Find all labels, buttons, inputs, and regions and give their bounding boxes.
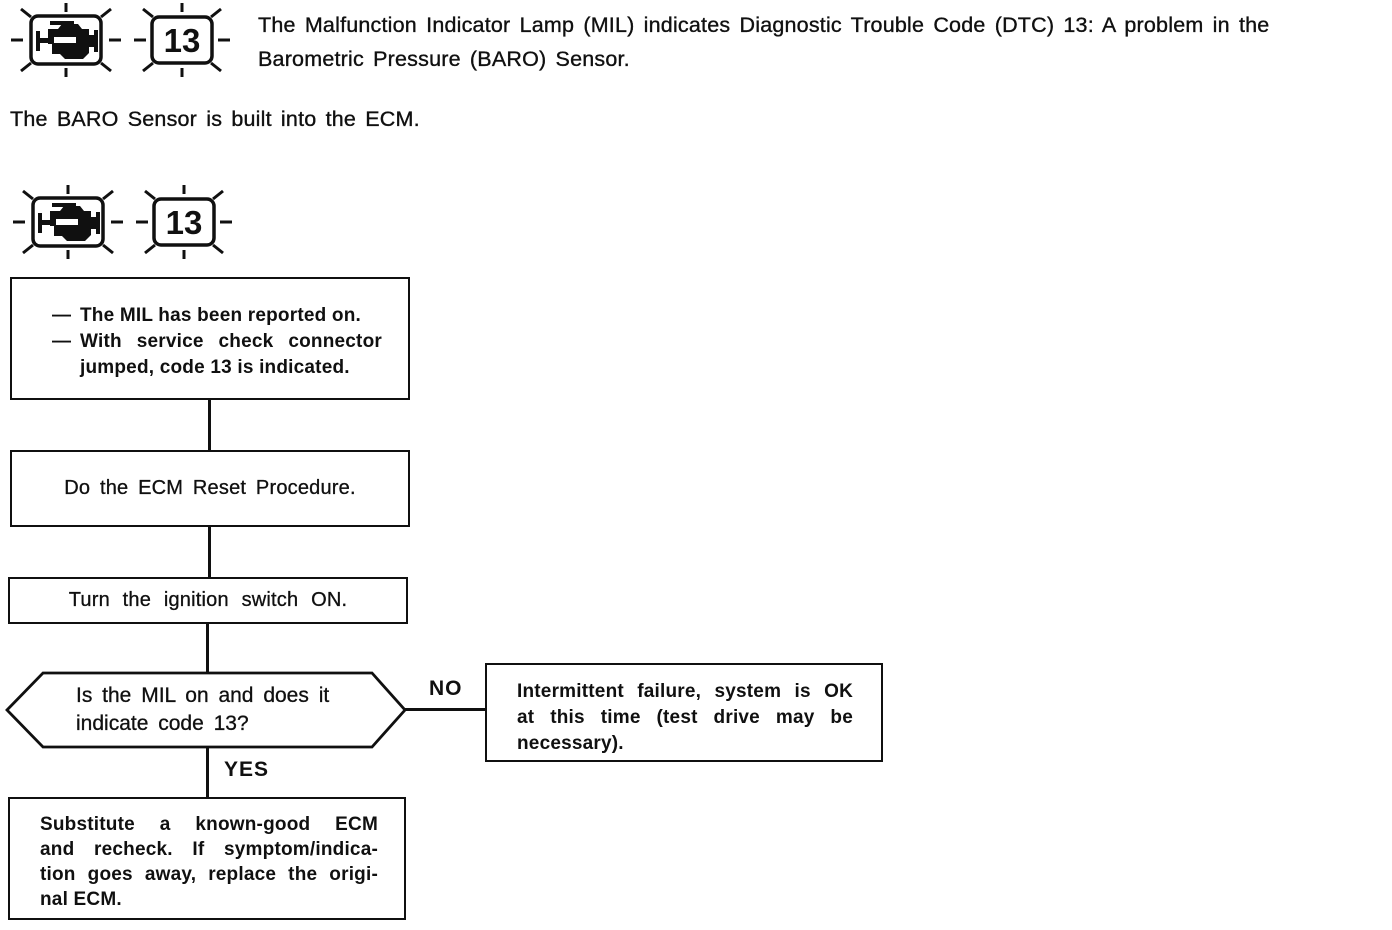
code-13-text: 13 — [166, 204, 203, 241]
connector-ignition-to-decision — [206, 622, 209, 674]
header-description: The Malfunction Indicator Lamp (MIL) ind… — [258, 8, 1270, 76]
yes-result-line3: tion goes away, replace the origi- — [40, 864, 378, 885]
baro-note: The BARO Sensor is built into the ECM. — [10, 107, 420, 131]
step-ecm-reset-box: Do the ECM Reset Procedure. — [10, 450, 410, 527]
yes-result-line1: Substitute a known-good ECM — [40, 814, 378, 835]
dash-bullet: — — [52, 305, 72, 326]
flow-mil-indicator-group — [8, 182, 128, 271]
start-condition-item1-text: The MIL has been reported on. — [80, 305, 361, 326]
no-result-line2: at this time (test drive may be — [517, 707, 853, 728]
start-condition-item: — The MIL has been reported on. — [52, 303, 398, 329]
start-condition-item2-text: With service check connector jumped, cod… — [80, 331, 382, 378]
yes-result-line4: nal ECM. — [40, 889, 122, 910]
connector-decision-yes — [206, 746, 209, 799]
no-branch-label: NO — [429, 677, 463, 700]
header-code-badge-group: 13 — [130, 0, 234, 89]
header-description-line1: The Malfunction Indicator Lamp (MIL) ind… — [258, 13, 1270, 37]
code-13-icon: 13 — [136, 185, 232, 259]
step-ignition-on-box: Turn the ignition switch ON. — [8, 577, 408, 624]
header-mil-indicator-group — [6, 0, 126, 89]
check-engine-icon — [11, 3, 121, 77]
connector-decision-no — [402, 708, 487, 711]
no-result-box: Intermittent failure, system is OK at th… — [485, 663, 883, 762]
code-13-icon: 13 — [134, 3, 230, 77]
no-result-line3: necessary). — [517, 733, 624, 754]
flow-code-badge-group: 13 — [132, 182, 236, 271]
header-description-line2: Barometric Pressure (BARO) Sensor. — [258, 47, 630, 71]
decision-question-line1: Is the MIL on and does it — [76, 684, 330, 707]
yes-result-box: Substitute a known-good ECM and recheck.… — [8, 797, 406, 920]
check-engine-icon — [13, 185, 123, 259]
connector-reset-to-ignition — [208, 525, 211, 579]
yes-branch-label: YES — [224, 758, 270, 781]
start-condition-item: — With service check connector jumped, c… — [52, 329, 398, 381]
start-condition-box: — The MIL has been reported on. — With s… — [10, 277, 410, 400]
connector-start-to-reset — [208, 399, 211, 452]
decision-hexagon — [4, 668, 408, 757]
code-13-text: 13 — [164, 22, 201, 59]
step-ecm-reset-text: Do the ECM Reset Procedure. — [64, 477, 356, 499]
decision-question: Is the MIL on and does it indicate code … — [76, 682, 330, 738]
no-result-line1: Intermittent failure, system is OK — [517, 681, 853, 702]
yes-result-line2: and recheck. If symptom/indica- — [40, 839, 378, 860]
decision-question-line2: indicate code 13? — [76, 712, 249, 735]
dash-bullet: — — [52, 331, 72, 352]
decision-hexagon-shape — [5, 671, 407, 749]
step-ignition-on-text: Turn the ignition switch ON. — [68, 589, 348, 611]
